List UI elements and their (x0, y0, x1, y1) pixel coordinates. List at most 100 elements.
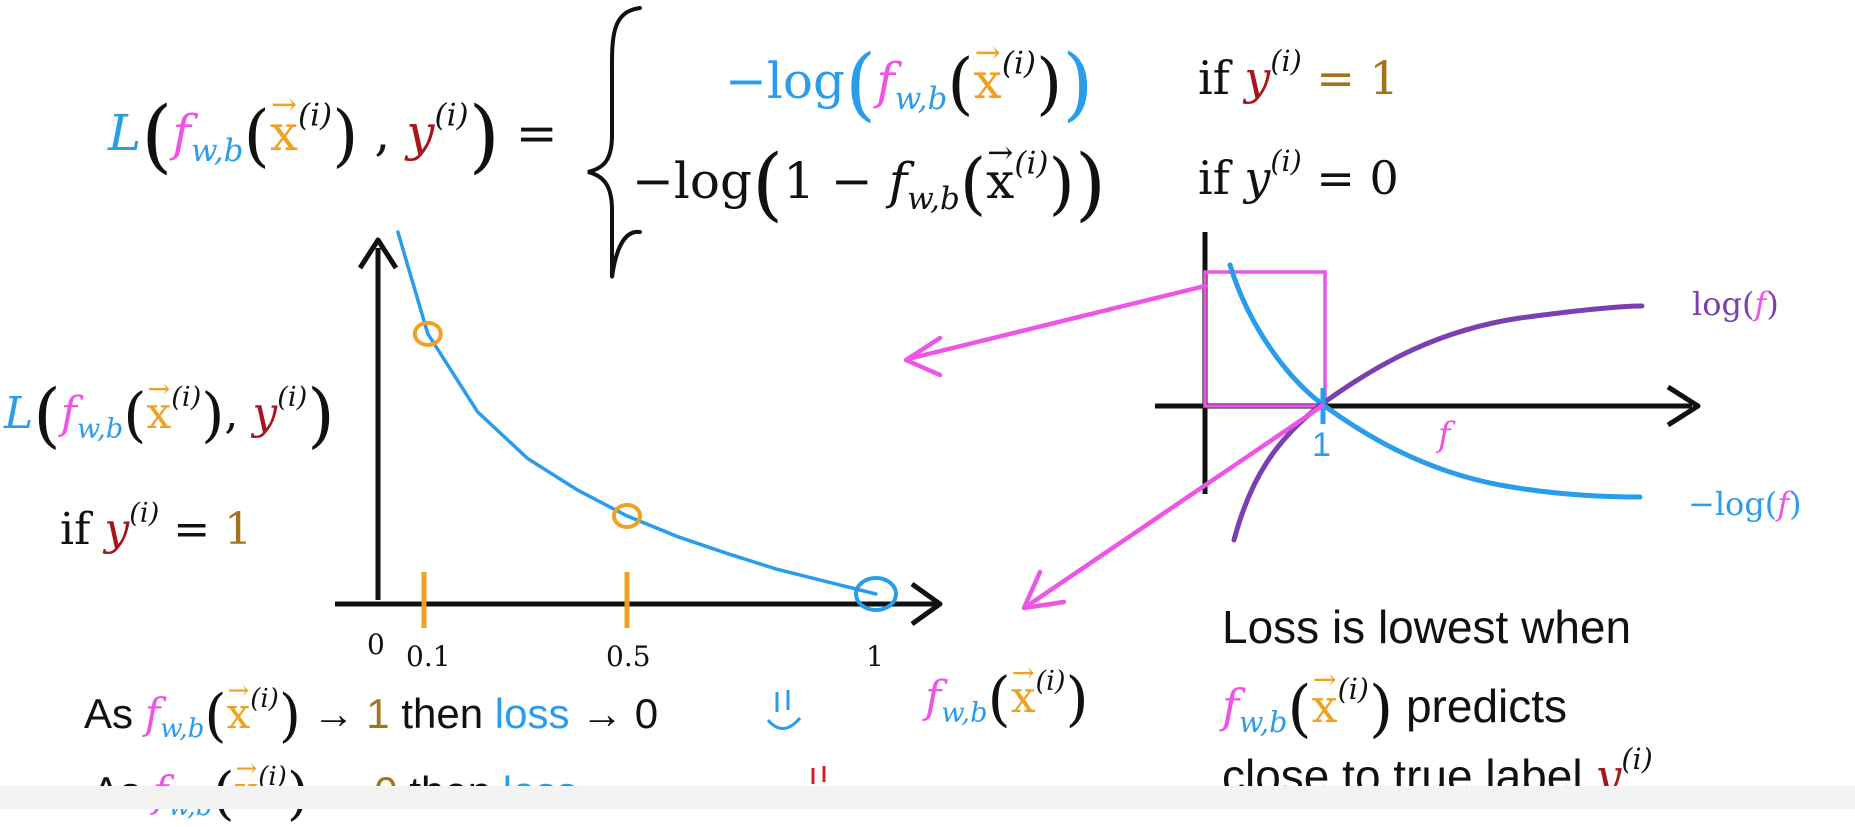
case-2-one-minus: 1 − (783, 152, 873, 211)
label-f-axis: f (1438, 415, 1451, 455)
case-1-eq: = 1 (1316, 50, 1399, 105)
arrow-target-fx: fw,b(x(i)) (925, 660, 1089, 729)
case-1-condition: if y(i) = 1 (1198, 45, 1399, 101)
s2-x: x (1312, 666, 1338, 729)
loss-symbol: L (108, 104, 142, 163)
right-x-axis-arrowhead (1666, 384, 1701, 428)
ylabel-x: x (146, 376, 171, 436)
summary-line-1: Loss is lowest when (1222, 601, 1632, 653)
ylabel-sub: w,b (76, 413, 124, 445)
label-neglog-f: −log(f) (1688, 488, 1802, 520)
highlighted-point-1 (612, 502, 642, 529)
l1-loss: loss (494, 689, 570, 737)
l1-value: 1 (366, 689, 390, 737)
s2-predicts: predicts (1405, 679, 1568, 732)
log-close: ) (1766, 285, 1779, 323)
neglog-close: ) (1789, 485, 1802, 523)
label-y: y (406, 104, 435, 163)
l1-as: As (84, 689, 134, 737)
tick-label-0.5: 0.5 (606, 640, 651, 673)
happy-face-mouth (766, 717, 802, 730)
tick-label-0.1: 0.1 (406, 640, 451, 673)
cond-eq: = (173, 503, 211, 555)
l1-then: then (401, 689, 484, 737)
l1-arrow: → (312, 689, 355, 737)
equals-sign: = (515, 104, 558, 163)
sup-i: (i) (298, 97, 333, 134)
case-1-subscript: w,b (894, 81, 948, 118)
cond-sup: (i) (129, 498, 160, 529)
ylabel-y-sup: (i) (277, 381, 308, 413)
left-plot-condition: if y(i) = 1 (60, 500, 252, 552)
l1-result: 0 (634, 689, 659, 737)
case-1-neglog: −log (725, 52, 845, 111)
cond-y: y (104, 503, 130, 555)
left-loss-curve (396, 230, 878, 596)
s2-sub: w,b (1239, 705, 1288, 739)
feature-vector-x: x (270, 90, 298, 158)
case-2-condition: if y(i) = 0 (1198, 145, 1399, 201)
case-2-x: x (986, 138, 1014, 206)
comma: , (374, 104, 391, 163)
ylabel-sup: (i) (171, 381, 202, 413)
case-2-cond-sup: (i) (1270, 145, 1302, 178)
l1-sub: w,b (160, 713, 205, 744)
left-plot-ylabel: L(fw,b(x(i)), y(i)) (4, 376, 335, 450)
bottom-strip (0, 786, 1855, 809)
l2-sup: (i) (258, 762, 287, 792)
ylabel-y: y (252, 387, 278, 439)
s3-sup: (i) (1621, 743, 1653, 776)
sup-i-y: (i) (434, 97, 469, 134)
l1-x: x (227, 678, 251, 735)
neglog-curve (1227, 262, 1643, 500)
l1-f: f (144, 688, 161, 738)
highlighted-point-0 (412, 320, 443, 347)
case-1-x: x (974, 38, 1002, 106)
diagram-canvas (335, 6, 1701, 784)
arrow-to-f-label (1027, 403, 1325, 607)
log-curve (1231, 303, 1645, 543)
case-2-expression: −log(1 − fw,b(x(i))) (632, 138, 1106, 224)
highlight-box (1203, 270, 1327, 408)
neglog-f: f (1777, 485, 1790, 523)
neglog-text: −log( (1688, 485, 1778, 523)
label-log-f: log(f) (1692, 288, 1779, 320)
case-1-expression: −log(fw,b(x(i))) (725, 38, 1094, 124)
l1-arrow2: → (581, 689, 624, 737)
left-x-axis-arrowhead (910, 581, 943, 627)
case-1-cond-sup: (i) (1270, 45, 1302, 78)
arrow-to-left-plot (909, 283, 1208, 361)
case-2-eq: = 0 (1316, 150, 1399, 205)
case-2-subscript: w,b (907, 181, 960, 218)
arrow-to-left-plot-head (903, 335, 943, 378)
l1-sup: (i) (250, 684, 279, 714)
cond-val: 1 (224, 503, 253, 555)
summary-line-2: fw,b(x(i)) predicts (1222, 666, 1568, 739)
tick-label-1: 1 (866, 640, 884, 673)
model-f: f (172, 104, 191, 163)
s2-sup: (i) (1337, 673, 1369, 706)
log-f: f (1754, 285, 1767, 323)
case-2-y: y (1244, 150, 1271, 205)
tick-label-0: 0 (367, 628, 385, 661)
cases-brace (587, 6, 642, 279)
loss-function-lhs: L(fw,b(x(i)) , y(i)) = (108, 90, 558, 176)
ylabel-comma: , (224, 387, 239, 439)
case-1-if: if (1198, 50, 1230, 105)
arrow-to-f-label-head (1021, 569, 1067, 611)
left-y-axis-arrowhead (357, 237, 399, 270)
target-sub: w,b (941, 697, 988, 729)
case-2-if: if (1198, 150, 1230, 205)
s2-f: f (1222, 678, 1240, 733)
target-sup: (i) (1035, 666, 1066, 697)
log-text: log( (1692, 285, 1755, 323)
case-1-sup: (i) (1001, 45, 1036, 82)
model-subscript: w,b (190, 133, 244, 170)
slide: L(fw,b(x(i)) , y(i)) = −log(fw,b(x(i))) … (0, 0, 1855, 809)
case-1-y: y (1244, 50, 1271, 105)
case-2-f: f (888, 152, 908, 211)
target-f: f (925, 671, 942, 723)
highlighted-point-2 (854, 576, 898, 612)
highlighted-points (412, 320, 898, 612)
target-x: x (1011, 660, 1036, 720)
